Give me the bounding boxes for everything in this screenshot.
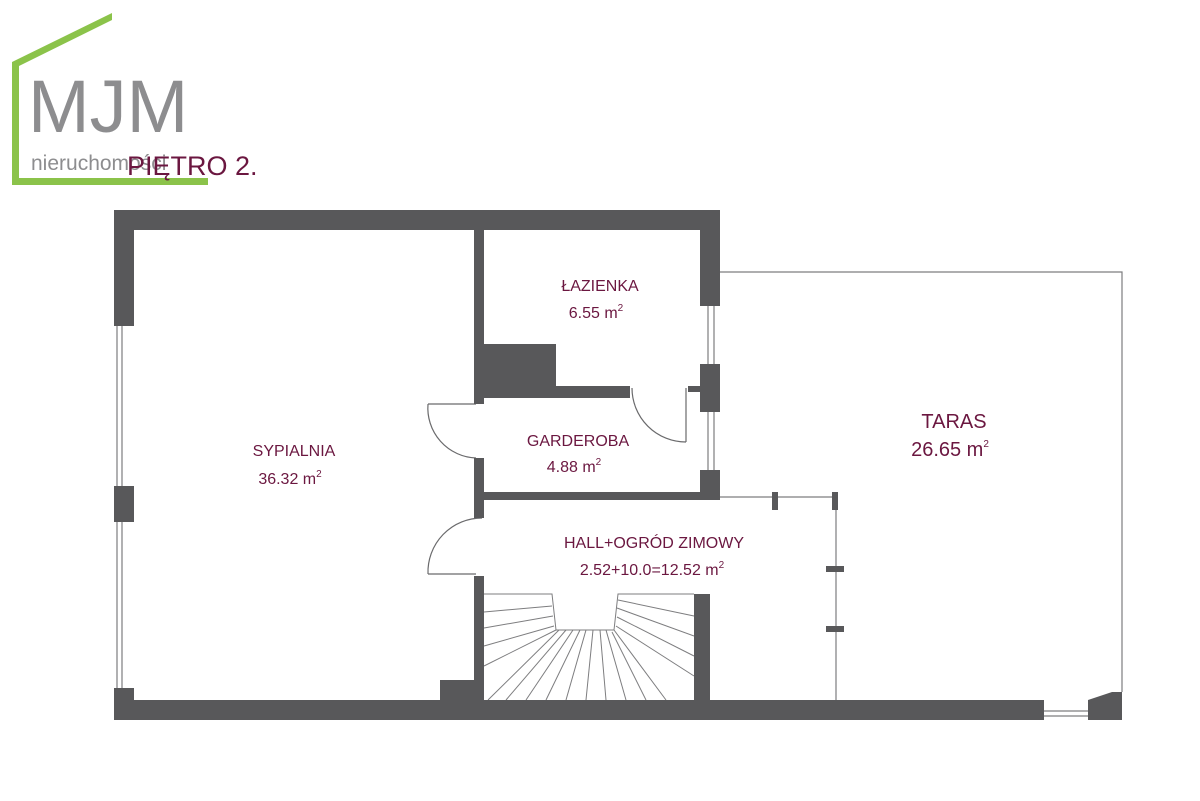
room-area: 6.55 m <box>569 305 618 322</box>
room-name: ŁAZIENKA <box>561 278 639 295</box>
wall-right-top <box>700 210 720 306</box>
room-name: SYPIALNIA <box>253 443 336 460</box>
wall-bottom <box>114 700 1044 720</box>
bedroom-wardrobe-door <box>427 403 477 459</box>
wall-interior-middle <box>474 458 484 518</box>
room-label-sypialnia: SYPIALNIA 36.32 m2 <box>253 443 336 488</box>
wall-corner-block <box>440 680 474 700</box>
area-superscript: 2 <box>618 303 624 314</box>
logo-tagline: nieruchomości <box>31 152 166 175</box>
room-name: GARDEROBA <box>527 433 630 450</box>
company-logo: MJM nieruchomości <box>12 13 208 185</box>
walls <box>114 210 1122 720</box>
thin-lines <box>116 271 1123 717</box>
floor-title: PIĘTRO 2. <box>127 151 258 181</box>
post-3 <box>826 566 844 572</box>
logo-brand: MJM <box>28 65 188 148</box>
wall-top <box>114 210 720 230</box>
doors <box>427 387 687 575</box>
post-4 <box>826 626 844 632</box>
area-superscript: 2 <box>316 469 322 480</box>
room-label-lazienka: ŁAZIENKA 6.55 m2 <box>561 278 639 322</box>
room-area: 26.65 m <box>911 439 983 461</box>
area-superscript: 2 <box>719 560 725 571</box>
wall-left-top <box>114 210 134 326</box>
wall-wardrobe-hall <box>484 492 720 500</box>
wall-interior-upper <box>474 210 484 404</box>
wall-bathroom-wardrobe <box>484 386 630 398</box>
staircase <box>483 593 695 701</box>
room-name: HALL+OGRÓD ZIMOWY <box>564 533 744 552</box>
svg-text:6.55 m2: 6.55 m2 <box>569 303 624 322</box>
post-2 <box>832 492 838 510</box>
room-name: TARAS <box>921 411 986 433</box>
wall-interior-lower <box>474 576 484 720</box>
room-label-garderoba: GARDEROBA 4.88 m2 <box>527 433 630 476</box>
area-superscript: 2 <box>596 457 602 468</box>
wall-stairwell <box>694 594 710 700</box>
terrace-outline <box>720 271 1123 692</box>
area-superscript: 2 <box>983 439 989 450</box>
room-label-taras: TARAS 26.65 m2 <box>911 411 989 461</box>
post-1 <box>772 492 778 510</box>
svg-text:36.32 m2: 36.32 m2 <box>258 469 322 488</box>
wall-left-mid <box>114 486 134 522</box>
svg-text:2.52+10.0=12.52 m2: 2.52+10.0=12.52 m2 <box>580 560 725 579</box>
svg-text:26.65 m2: 26.65 m2 <box>911 439 989 461</box>
room-label-hall: HALL+OGRÓD ZIMOWY 2.52+10.0=12.52 m2 <box>564 533 744 579</box>
bathroom-door <box>631 387 687 443</box>
room-area: 4.88 m <box>547 459 596 476</box>
wall-bottom-corner <box>1088 692 1122 720</box>
bedroom-hall-door <box>427 517 483 575</box>
room-area: 2.52+10.0=12.52 m <box>580 562 719 579</box>
wall-right-mid <box>688 364 720 412</box>
wall-right-bottom <box>700 470 720 498</box>
svg-text:4.88 m2: 4.88 m2 <box>547 457 602 476</box>
room-area: 36.32 m <box>258 471 316 488</box>
